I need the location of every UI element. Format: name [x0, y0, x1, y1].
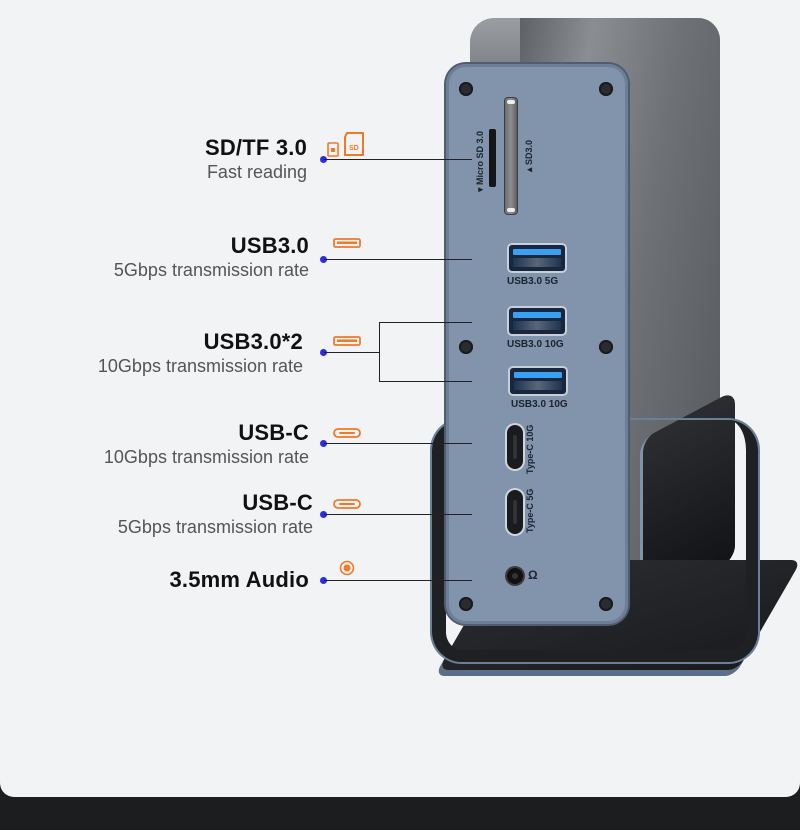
feature-usb-a-5g: USB3.0 5Gbps transmission rate	[114, 233, 309, 281]
feature-audio: 3.5mm Audio	[169, 567, 309, 593]
feature-title: USB-C	[238, 420, 309, 445]
svg-text:SD: SD	[349, 145, 359, 152]
feature-sd: SD/TF 3.0 Fast reading	[205, 135, 307, 183]
dock-front-panel	[446, 64, 628, 624]
connector-bracket	[379, 322, 380, 382]
usb-c-port	[507, 425, 523, 469]
feature-subtitle: 5Gbps transmission rate	[117, 517, 313, 537]
connector-dot	[320, 440, 327, 447]
connector-dot	[320, 256, 327, 263]
screw-icon	[459, 82, 473, 96]
screw-icon	[599, 597, 613, 611]
connector-dot	[320, 156, 327, 163]
usb-c-icon	[333, 428, 361, 438]
feature-title: USB3.0	[230, 233, 309, 258]
usb-a-port-label: USB3.0 10G	[507, 339, 564, 350]
screw-icon	[459, 597, 473, 611]
sd-card-icon: SD	[327, 132, 364, 157]
screw-icon	[459, 340, 473, 354]
usb-a-icon	[333, 238, 361, 248]
feature-usb-c-5g: USB-C 5Gbps transmission rate	[118, 490, 313, 538]
audio-jack-icon	[339, 560, 355, 576]
screw-icon	[599, 82, 613, 96]
feature-subtitle: Fast reading	[206, 162, 307, 182]
feature-usb-a-10g: USB3.0*2 10Gbps transmission rate	[98, 329, 303, 377]
usb-c-icon	[333, 499, 361, 509]
audio-jack	[507, 568, 523, 584]
feature-title: 3.5mm Audio	[169, 567, 309, 592]
usb-a-port	[509, 308, 565, 334]
connector-dot	[320, 511, 327, 518]
feature-title: USB-C	[242, 490, 313, 515]
connector-line	[379, 322, 472, 323]
usb-c-port-label: Type-C 10G	[525, 424, 535, 474]
usb-c-port-label: Type-C 5G	[525, 488, 535, 533]
feature-subtitle: 10Gbps transmission rate	[97, 356, 303, 376]
connector-line	[324, 514, 472, 515]
usb-a-port-label: USB3.0 10G	[511, 399, 568, 410]
feature-subtitle: 10Gbps transmission rate	[103, 447, 309, 467]
feature-title: SD/TF 3.0	[204, 135, 307, 160]
connector-dot	[320, 577, 327, 584]
usb-c-port	[507, 490, 523, 534]
connector-dot	[320, 349, 327, 356]
sd-slot-label: ▴ SD3.0	[524, 139, 534, 172]
feature-usb-c-10g: USB-C 10Gbps transmission rate	[104, 420, 309, 468]
connector-line	[324, 259, 472, 260]
micro-sd-slot-label: ▾ Micro SD 3.0	[475, 130, 485, 192]
usb-a-port	[509, 245, 565, 271]
product-feature-canvas: ▾ Micro SD 3.0 ▴ SD3.0 USB3.0 5G USB3.0 …	[0, 0, 800, 797]
connector-line	[324, 352, 380, 353]
micro-sd-slot	[489, 129, 496, 187]
usb-a-icon	[333, 336, 361, 346]
sd-slot	[505, 98, 517, 214]
connector-line	[379, 381, 472, 382]
headphone-icon: Ω	[528, 568, 538, 582]
feature-title: USB3.0*2	[203, 329, 303, 354]
connector-line	[324, 159, 472, 160]
feature-subtitle: 5Gbps transmission rate	[113, 260, 309, 280]
connector-line	[324, 443, 472, 444]
footer-band	[0, 797, 800, 830]
usb-a-port	[510, 368, 566, 394]
screw-icon	[599, 340, 613, 354]
usb-a-port-label: USB3.0 5G	[507, 276, 559, 287]
connector-line	[324, 580, 472, 581]
stand-loop	[432, 420, 758, 662]
